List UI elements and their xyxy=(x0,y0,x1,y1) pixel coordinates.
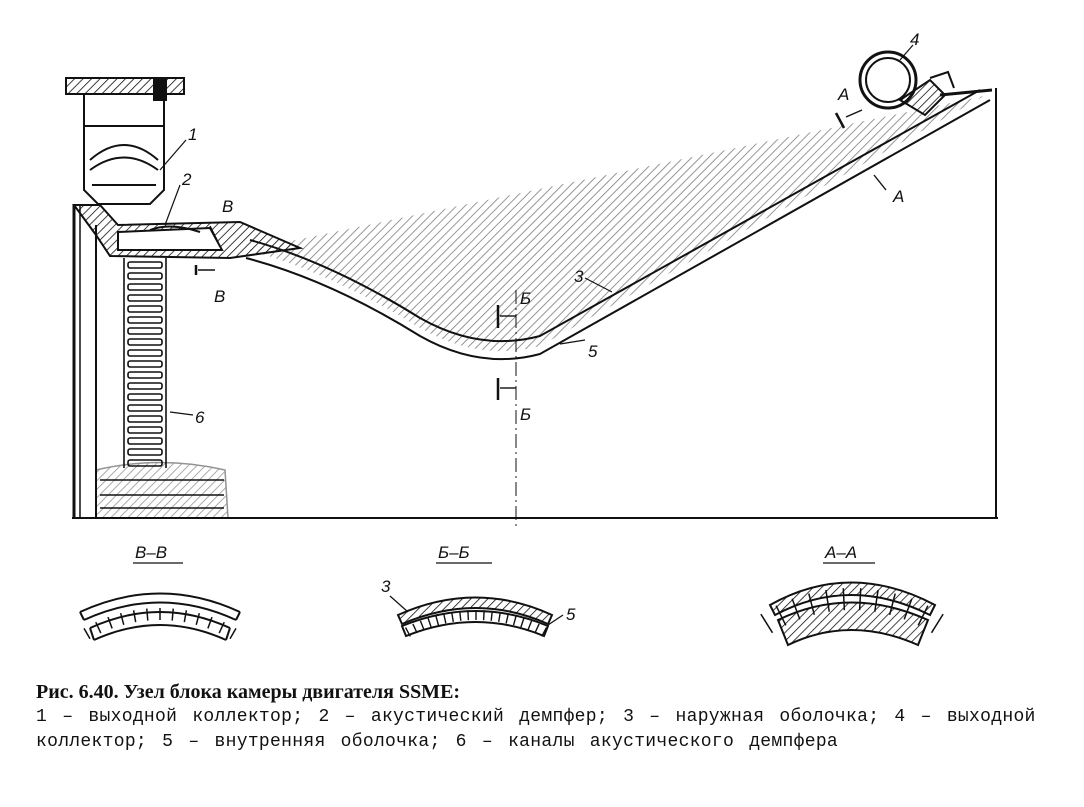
outlet-manifold-ring xyxy=(858,50,955,117)
label-4: 4 xyxy=(910,30,919,49)
section-aa-ribs xyxy=(760,588,944,634)
label-3: 3 xyxy=(574,267,584,286)
section-bb-ribs xyxy=(404,610,548,637)
section-bb-view xyxy=(396,596,554,638)
channel-bottom-block xyxy=(95,461,229,519)
section-bb-label-5: 5 xyxy=(566,605,576,624)
section-aa-view xyxy=(768,581,937,647)
figure-caption: Рис. 6.40. Узел блока камеры двигателя S… xyxy=(36,680,1056,755)
inner-shell xyxy=(245,99,991,361)
label-1: 1 xyxy=(188,125,197,144)
section-aa-title: А–А xyxy=(824,543,857,562)
section-a-upper: A xyxy=(837,85,849,104)
label-6: 6 xyxy=(195,408,205,427)
section-bb-title: Б–Б xyxy=(438,543,470,562)
label-5: 5 xyxy=(588,342,598,361)
section-v-lower: В xyxy=(214,287,225,306)
damper-channels xyxy=(123,258,167,468)
section-v-upper: В xyxy=(222,197,233,216)
caption-text: 1 – выходной коллектор; 2 – акустический… xyxy=(36,707,1036,752)
label-2: 2 xyxy=(181,170,192,189)
acoustic-damper xyxy=(72,204,304,260)
section-b-lower: Б xyxy=(520,405,531,424)
chamber-assembly-drawing: 1 2 3 4 5 6 В В Б Б A A В–В Б–Б А–А 3 5 xyxy=(65,30,998,647)
section-a-lower: A xyxy=(892,187,904,206)
section-vv-ribs xyxy=(83,608,237,640)
outlet-manifold-fitting xyxy=(65,77,185,205)
section-vv-title: В–В xyxy=(135,543,167,562)
caption-title: Рис. 6.40. Узел блока камеры двигателя S… xyxy=(36,681,461,703)
section-b-upper: Б xyxy=(520,289,531,308)
section-bb-label-3: 3 xyxy=(381,577,391,596)
